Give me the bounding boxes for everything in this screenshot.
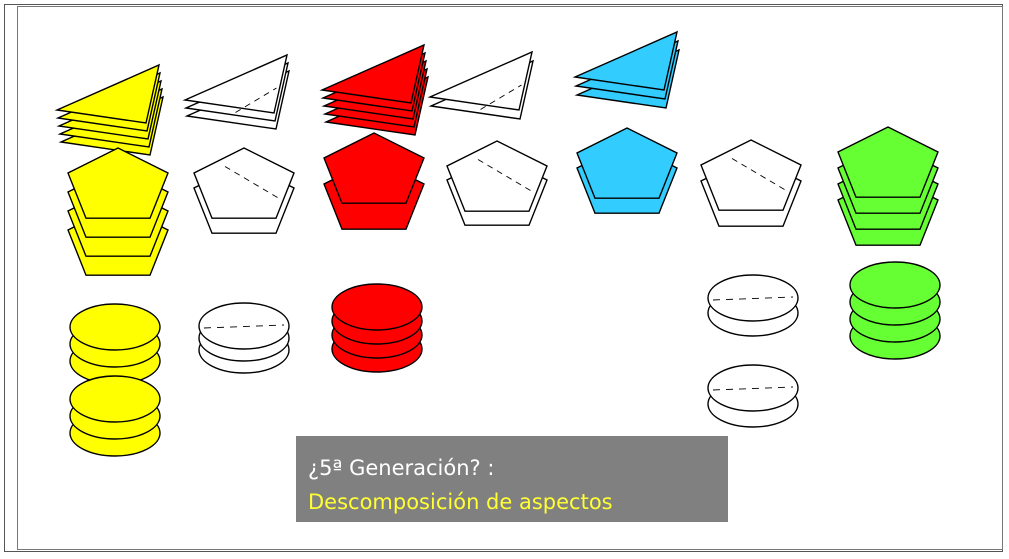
disk-stack-yellow-upper (69, 303, 161, 385)
pentagon-layer (67, 147, 169, 219)
triangle-layer (54, 63, 160, 124)
caption-subtitle: Descomposición de aspectos (308, 490, 613, 514)
pentagon-layer (193, 147, 295, 219)
disk-stack-white-3 (707, 364, 799, 428)
triangle-stack-white-1 (182, 53, 290, 130)
pentagon-stack-blue (576, 127, 678, 214)
triangle-layer (427, 50, 533, 111)
pentagon-layer (323, 132, 425, 204)
pentagon-layer (446, 140, 548, 212)
pentagon-stack-red (323, 132, 425, 230)
disk-layer (69, 375, 161, 423)
disk-layer (198, 302, 290, 350)
caption-box: ¿5ª Generación? : Descomposición de aspe… (296, 436, 728, 522)
disk-stack-white-1 (198, 302, 290, 374)
pentagon-layer (576, 127, 678, 199)
pentagon-layer (837, 126, 939, 198)
disk-layer (707, 364, 799, 412)
pentagon-stack-yellow (67, 147, 169, 276)
pentagon-stack-white-2 (446, 140, 548, 226)
disk-stack-green (849, 261, 941, 360)
triangle-stack-white-2 (427, 50, 534, 120)
content-frame (17, 6, 1003, 550)
caption-title: ¿5ª Generación? : (308, 456, 495, 480)
triangle-layer (319, 43, 425, 104)
pentagon-layer (700, 139, 802, 211)
disk-layer (849, 261, 941, 309)
disk-layer (69, 303, 161, 351)
triangle-stack-yellow (54, 63, 164, 156)
pentagon-stack-white-1 (193, 147, 295, 234)
pentagon-stack-green (837, 126, 939, 246)
pentagon-stack-white-3 (700, 139, 802, 227)
disk-stack-white-2 (707, 274, 799, 337)
disk-stack-red (331, 283, 423, 373)
disk-layer (331, 283, 423, 331)
disk-layer (707, 274, 799, 322)
triangle-layer (572, 30, 678, 91)
triangle-layer (182, 53, 288, 114)
triangle-stack-red (319, 43, 429, 136)
triangle-stack-blue (572, 30, 680, 109)
disk-stack-yellow-lower (69, 375, 161, 457)
